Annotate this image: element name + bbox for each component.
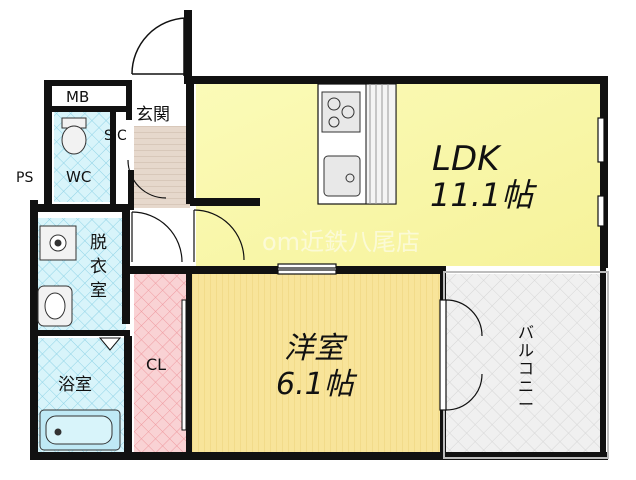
label-ps: PS bbox=[16, 170, 33, 186]
label-entrance: 玄関 bbox=[136, 105, 170, 125]
sliding-door[interactable] bbox=[277, 263, 337, 275]
svg-text:ニ: ニ bbox=[518, 377, 534, 396]
closet-floor bbox=[134, 274, 190, 456]
svg-text:ル: ル bbox=[518, 341, 534, 360]
walls bbox=[30, 10, 608, 460]
balcony-floor bbox=[444, 274, 604, 456]
label-balcony: バ ル コ ニ ー bbox=[518, 323, 534, 414]
closet-door[interactable] bbox=[181, 299, 187, 431]
bathtub-icon bbox=[39, 409, 121, 451]
label-western-size: 6.1帖 bbox=[276, 367, 358, 402]
label-bath: 浴室 bbox=[58, 375, 92, 395]
toilet-icon bbox=[61, 117, 87, 155]
label-western-name: 洋室 bbox=[284, 331, 348, 366]
ldk-windows bbox=[597, 117, 605, 227]
ldk-floor bbox=[196, 82, 602, 266]
label-ldk-size: 11.1帖 bbox=[430, 176, 537, 214]
entrance-door[interactable] bbox=[131, 17, 187, 76]
basin-icon bbox=[37, 285, 73, 327]
label-wc: WC bbox=[66, 168, 91, 186]
washer-icon bbox=[39, 225, 77, 261]
entrance-floor bbox=[134, 126, 190, 208]
hall-doors[interactable] bbox=[127, 159, 245, 263]
label-dressing-1: 脱 bbox=[90, 233, 107, 253]
label-closet: CL bbox=[146, 355, 166, 374]
svg-text:バ: バ bbox=[518, 323, 534, 342]
label-dressing-2: 衣 bbox=[90, 257, 107, 277]
label-mb: MB bbox=[66, 88, 89, 106]
label-ldk-name: LDK bbox=[432, 139, 502, 179]
label-sic: SIC bbox=[104, 128, 127, 144]
balcony-window[interactable] bbox=[439, 299, 483, 411]
watermark: om近鉄八尾店 bbox=[262, 228, 420, 256]
label-dressing-3: 室 bbox=[90, 281, 107, 301]
western-room-floor bbox=[192, 274, 442, 456]
kitchen-counter bbox=[317, 83, 397, 205]
svg-text:ー: ー bbox=[518, 395, 534, 414]
sink-icon bbox=[323, 155, 361, 197]
svg-text:コ: コ bbox=[518, 359, 534, 378]
bath-door[interactable] bbox=[98, 337, 122, 351]
